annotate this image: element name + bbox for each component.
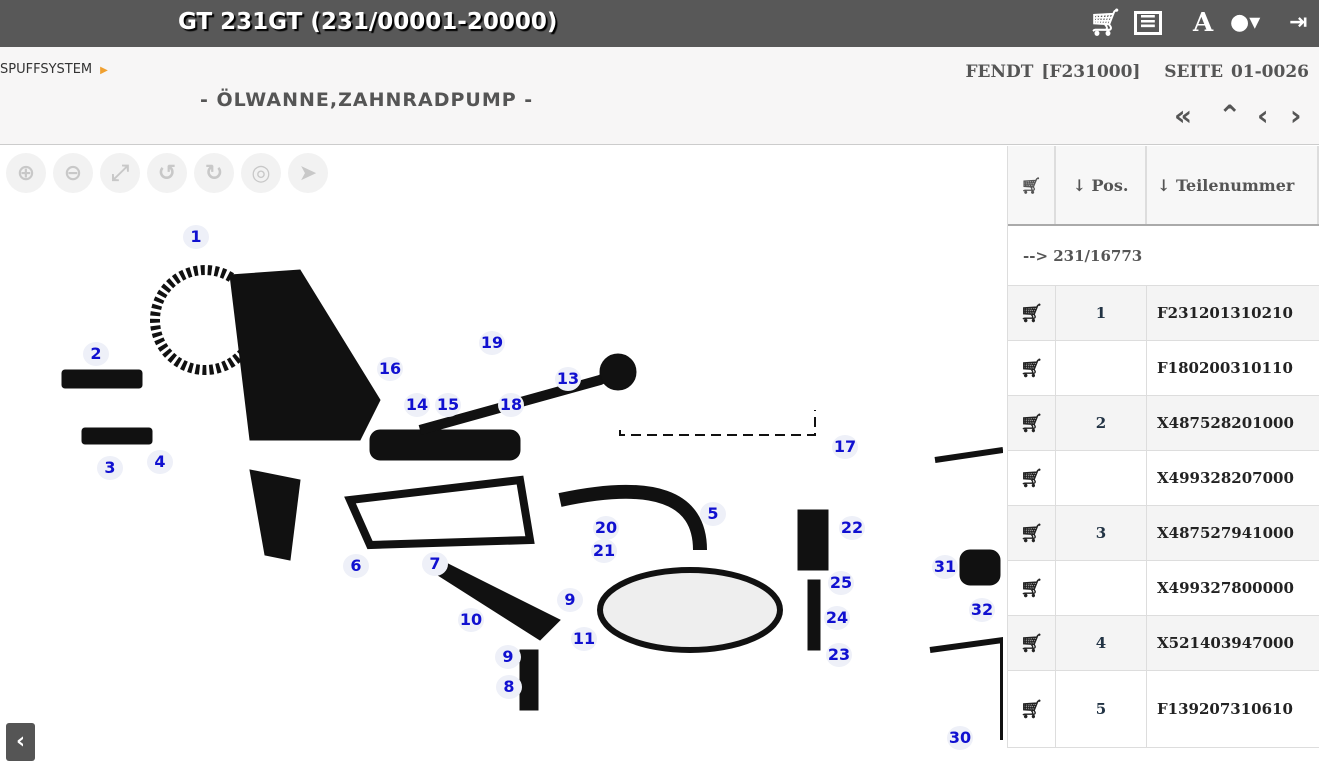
table-row[interactable]: 🛒︎4 X521403947000 (1008, 616, 1319, 671)
add-to-cart-icon[interactable]: 🛒︎ (1008, 506, 1056, 560)
callout-18[interactable]: 18 (498, 393, 524, 417)
callout-21[interactable]: 21 (591, 539, 617, 563)
diagram-toolbar: ⊕ ⊖ ⤢ ↺ ↻ ◎ ➤ (6, 153, 328, 193)
part-number-cell[interactable]: X499327800000 (1157, 579, 1294, 597)
callout-7[interactable]: 7 (422, 552, 448, 576)
header-part-number[interactable]: ↓ Teilenummer (1147, 146, 1319, 224)
add-to-cart-icon[interactable]: 🛒︎ (1008, 286, 1056, 340)
breadcrumb[interactable]: SPUFFSYSTEM ▶ (0, 62, 108, 77)
callout-23[interactable]: 23 (826, 643, 852, 667)
user-icon[interactable]: ●▾ (1230, 10, 1261, 35)
callout-5[interactable]: 5 (700, 502, 726, 526)
callout-6[interactable]: 6 (343, 554, 369, 578)
part-number-cell[interactable]: X487528201000 (1157, 414, 1294, 432)
callout-1[interactable]: 1 (183, 225, 209, 249)
part-number-cell[interactable]: F139207310610 (1157, 700, 1293, 718)
table-row[interactable]: 🛒︎5 F139207310610 (1008, 671, 1319, 748)
position-cell: 3 (1056, 506, 1147, 560)
rotate-right-icon[interactable]: ↻ (194, 153, 234, 193)
position-cell (1056, 451, 1147, 505)
zoom-in-icon[interactable]: ⊕ (6, 153, 46, 193)
part-number-cell[interactable]: F180200310110 (1157, 359, 1293, 377)
table-row[interactable]: 🛒︎2 X487528201000 (1008, 396, 1319, 451)
part-number-cell[interactable]: X487527941000 (1157, 524, 1294, 542)
rotate-left-icon[interactable]: ↺ (147, 153, 187, 193)
table-row[interactable]: 🛒︎1 F231201310210 (1008, 286, 1319, 341)
callout-10[interactable]: 10 (458, 608, 484, 632)
list-icon[interactable]: ≡ (1134, 11, 1162, 35)
position-cell: 4 (1056, 616, 1147, 670)
table-row[interactable]: 🛒︎ X499327800000 (1008, 561, 1319, 616)
add-to-cart-icon[interactable]: 🛒︎ (1008, 616, 1056, 670)
breadcrumb-arrow-icon: ▶ (100, 65, 108, 76)
callout-25[interactable]: 25 (828, 571, 854, 595)
app-title: GT 231GT (231/00001-20000) (178, 9, 558, 35)
part-number-cell[interactable]: X499328207000 (1157, 469, 1294, 487)
callout-19[interactable]: 19 (479, 331, 505, 355)
next-page-icon[interactable]: › (1290, 99, 1302, 132)
position-cell: 1 (1056, 286, 1147, 340)
first-page-icon[interactable]: « (1174, 99, 1193, 132)
pointer-icon[interactable]: ➤ (288, 153, 328, 193)
callout-13[interactable]: 13 (555, 367, 581, 391)
callout-16[interactable]: 16 (377, 357, 403, 381)
catalog-info: FENDT [F231000] SEITE 01-0026 (965, 62, 1309, 82)
position-cell: 5 (1056, 671, 1147, 747)
callout-3[interactable]: 3 (97, 456, 123, 480)
sub-header: SPUFFSYSTEM ▶ - ÖLWANNE,ZAHNRADPUMP - FEN… (0, 47, 1319, 145)
catalog-id: FENDT [F231000] (965, 62, 1141, 82)
callout-32[interactable]: 32 (969, 598, 995, 622)
callout-2[interactable]: 2 (83, 342, 109, 366)
callout-15[interactable]: 15 (435, 393, 461, 417)
part-number-cell[interactable]: X521403947000 (1157, 634, 1294, 652)
add-to-cart-icon[interactable]: 🛒︎ (1008, 341, 1056, 395)
callout-9[interactable]: 9 (495, 645, 521, 669)
position-cell (1056, 341, 1147, 395)
top-bar: GT 231GT (231/00001-20000) 🛒︎ ≡ A ●▾ ⇥ (0, 0, 1319, 47)
parts-table: 🛒︎ ↓ Pos. ↓ Teilenummer --> 231/16773 🛒︎… (1007, 146, 1319, 748)
table-row[interactable]: 🛒︎ X499328207000 (1008, 451, 1319, 506)
callout-9[interactable]: 9 (557, 588, 583, 612)
up-icon[interactable]: ⌃ (1218, 99, 1242, 132)
fit-screen-icon[interactable]: ⤢ (100, 153, 140, 193)
table-header: 🛒︎ ↓ Pos. ↓ Teilenummer (1008, 146, 1319, 226)
callout-31[interactable]: 31 (932, 555, 958, 579)
header-cart-icon: 🛒︎ (1008, 146, 1056, 224)
target-icon[interactable]: ◎ (241, 153, 281, 193)
collapse-panel-button[interactable]: ‹ (6, 723, 35, 761)
callout-20[interactable]: 20 (593, 516, 619, 540)
font-icon[interactable]: A (1193, 8, 1214, 38)
logout-icon[interactable]: ⇥ (1289, 10, 1308, 35)
breadcrumb-item[interactable]: SPUFFSYSTEM (0, 62, 93, 77)
cart-icon[interactable]: 🛒︎ (1089, 8, 1123, 38)
add-to-cart-icon[interactable]: 🛒︎ (1008, 671, 1056, 747)
table-row[interactable]: 🛒︎ F180200310110 (1008, 341, 1319, 396)
part-number-cell[interactable]: F231201310210 (1157, 304, 1293, 322)
callout-17[interactable]: 17 (832, 435, 858, 459)
callout-11[interactable]: 11 (571, 627, 597, 651)
callout-14[interactable]: 14 (404, 393, 430, 417)
callout-22[interactable]: 22 (839, 516, 865, 540)
add-to-cart-icon[interactable]: 🛒︎ (1008, 451, 1056, 505)
page-number: SEITE 01-0026 (1164, 62, 1309, 82)
page-title: - ÖLWANNE,ZAHNRADPUMP - (200, 89, 534, 111)
header-pos[interactable]: ↓ Pos. (1056, 146, 1147, 224)
prev-page-icon[interactable]: ‹ (1257, 99, 1269, 132)
position-cell (1056, 561, 1147, 615)
diagram-drawing (61, 265, 1006, 740)
zoom-out-icon[interactable]: ⊖ (53, 153, 93, 193)
add-to-cart-icon[interactable]: 🛒︎ (1008, 561, 1056, 615)
add-to-cart-icon[interactable]: 🛒︎ (1008, 396, 1056, 450)
position-cell: 2 (1056, 396, 1147, 450)
reference-link[interactable]: --> 231/16773 (1008, 226, 1319, 286)
callout-30[interactable]: 30 (947, 726, 973, 750)
callout-8[interactable]: 8 (496, 675, 522, 699)
callout-24[interactable]: 24 (824, 606, 850, 630)
table-row[interactable]: 🛒︎3 X487527941000 (1008, 506, 1319, 561)
callout-4[interactable]: 4 (147, 450, 173, 474)
